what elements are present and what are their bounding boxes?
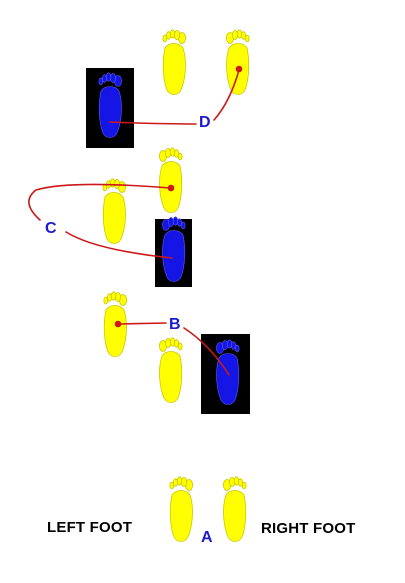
step-label-c: C <box>45 220 57 237</box>
footprint-c-right <box>158 147 183 213</box>
step-label-d: D <box>199 114 211 131</box>
arrow-d <box>109 69 240 125</box>
footprint-c-left <box>103 179 126 244</box>
step-label-a: A <box>201 529 213 546</box>
target-dot-d <box>235 65 243 73</box>
footprint-d-left <box>163 30 186 95</box>
step-label-b: B <box>169 316 181 333</box>
footprint-a-right <box>222 476 247 542</box>
target-dot-c <box>167 184 175 192</box>
left-foot-label: LEFT FOOT <box>47 519 133 536</box>
target-dot-b <box>114 320 122 328</box>
footprint-d-right <box>225 29 250 95</box>
right-foot-label: RIGHT FOOT <box>261 520 356 537</box>
footprint-a-left <box>170 477 193 542</box>
footprint-b-right <box>158 337 183 403</box>
arrow-b <box>119 322 230 376</box>
arrow-c <box>28 183 173 259</box>
